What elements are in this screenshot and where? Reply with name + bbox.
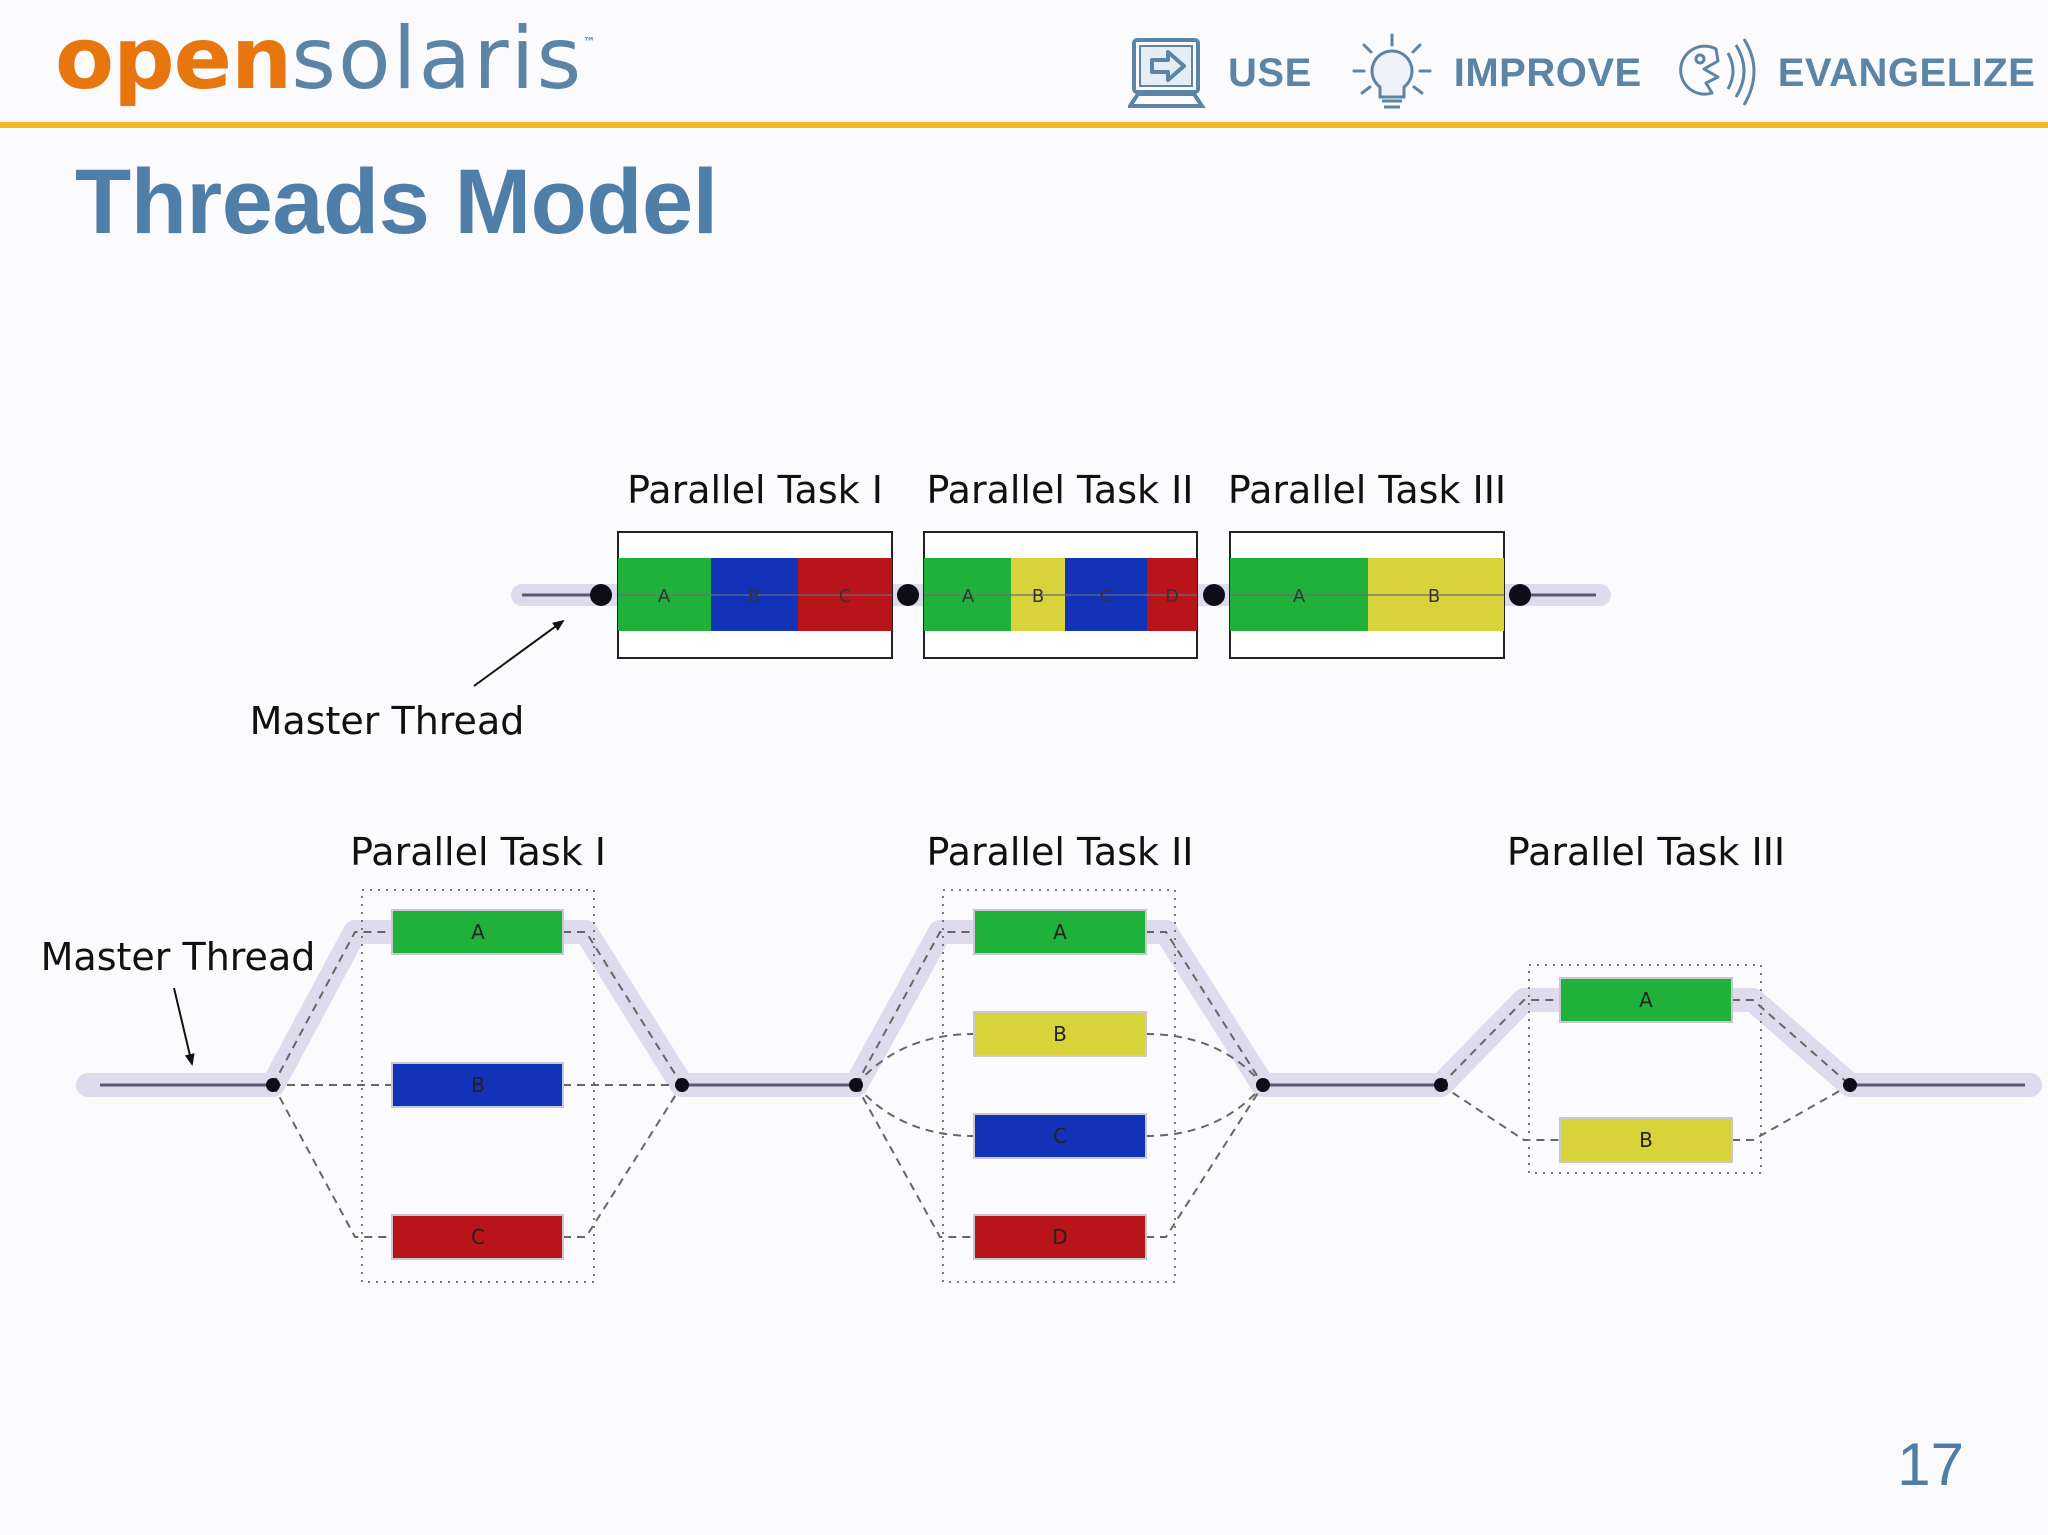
- top-sync-dot-4: [1509, 584, 1531, 606]
- nav-label-improve: IMPROVE: [1453, 50, 1642, 95]
- bottom-task-2-block-a: [973, 909, 1147, 955]
- top-task-3-label-a: A: [1293, 586, 1306, 607]
- header-rule: [0, 122, 2048, 128]
- slide-title: Threads Model: [75, 151, 718, 253]
- top-master-arrow: [473, 619, 565, 687]
- top-task-1-label-c: C: [839, 586, 852, 607]
- nav-item-evangelize[interactable]: EVANGELIZE: [1672, 33, 2036, 113]
- top-diagram: A B C Parallel Task I A B C D Parallel T…: [250, 468, 1611, 743]
- bottom-join-dot-1: [675, 1078, 689, 1092]
- bottom-task-3-enclosure: [1528, 964, 1762, 1174]
- bottom-task-2-block-d: [973, 1214, 1147, 1260]
- bottom-task-3-block-b: [1559, 1117, 1733, 1163]
- bottom-task-1: A B C Parallel Task I: [350, 830, 606, 1260]
- nav-label-use: USE: [1228, 50, 1312, 95]
- logo-trademark: ™: [583, 35, 595, 49]
- bottom-join-dot-2: [1256, 1078, 1270, 1092]
- bottom-task-2: A B C D Parallel Task II: [926, 830, 1194, 1260]
- bottom-task-3-label-a: A: [1639, 988, 1653, 1012]
- nav-item-use[interactable]: USE: [1128, 34, 1312, 112]
- bottom-task-1-block-a: [391, 909, 564, 955]
- bottom-task-1-block-c: [391, 1214, 564, 1260]
- nav-label-evangelize: EVANGELIZE: [1777, 50, 2036, 95]
- top-task-2-label-d: D: [1165, 586, 1179, 607]
- bottom-task-3-title: Parallel Task III: [1507, 830, 1785, 874]
- bottom-task-1-block-b: [391, 1062, 564, 1108]
- top-task-3: A B Parallel Task III: [1228, 468, 1506, 659]
- bottom-task-3-block-a: [1559, 977, 1733, 1023]
- top-sync-dot-3: [1203, 584, 1225, 606]
- bottom-master-label: Master Thread: [41, 935, 316, 979]
- bottom-task-2-label-c: C: [1053, 1124, 1067, 1148]
- logo-open-text: open: [55, 9, 292, 109]
- lightbulb-icon: [1352, 33, 1432, 109]
- bottom-fork-dot-2: [849, 1078, 863, 1092]
- top-master-label: Master Thread: [250, 699, 525, 743]
- bottom-task-2-label-b: B: [1053, 1022, 1067, 1046]
- top-task-2-label-c: C: [1100, 586, 1113, 607]
- opensolaris-logo[interactable]: opensolaris™: [55, 16, 595, 102]
- bottom-task-3: A B Parallel Task III: [1507, 830, 1785, 1163]
- bottom-master-arrow: [173, 987, 195, 1066]
- top-task-1-label-b: B: [748, 586, 760, 607]
- top-task-1: A B C Parallel Task I: [617, 468, 893, 659]
- bottom-task-1-label-c: C: [471, 1225, 485, 1249]
- bottom-task-1-label-a: A: [471, 920, 485, 944]
- bottom-task-2-block-b: [973, 1011, 1147, 1057]
- top-task-1-title: Parallel Task I: [627, 468, 883, 512]
- bottom-task-2-title: Parallel Task II: [926, 830, 1193, 874]
- top-task-2-label-a: A: [962, 586, 975, 607]
- bottom-fork-dot-3: [1434, 1078, 1448, 1092]
- top-sync-dot-1: [590, 584, 612, 606]
- bottom-task-3-label-b: B: [1639, 1128, 1653, 1152]
- bottom-join-dot-3: [1843, 1078, 1857, 1092]
- bottom-task-1-label-b: B: [471, 1073, 485, 1097]
- bottom-fork-dot-1: [266, 1078, 280, 1092]
- bottom-dashed-paths: [272, 931, 1851, 1238]
- bottom-diagram: A B C Parallel Task I A B C D Parallel T…: [41, 830, 2042, 1283]
- top-task-3-title: Parallel Task III: [1228, 468, 1506, 512]
- page-number: 17: [1897, 1431, 1964, 1498]
- monitor-arrow-icon: [1128, 38, 1206, 108]
- top-task-3-label-b: B: [1428, 586, 1440, 607]
- bottom-task-2-label-d: D: [1052, 1225, 1067, 1249]
- top-sync-dot-2: [897, 584, 919, 606]
- bottom-task-1-title: Parallel Task I: [350, 830, 606, 874]
- bottom-task-2-block-c: [973, 1113, 1147, 1159]
- top-task-2: A B C D Parallel Task II: [923, 468, 1198, 659]
- logo-solaris-text: solaris: [291, 9, 584, 109]
- top-task-2-label-b: B: [1032, 586, 1044, 607]
- top-task-2-title: Parallel Task II: [926, 468, 1193, 512]
- nav-item-improve[interactable]: IMPROVE: [1352, 33, 1642, 113]
- top-task-1-label-a: A: [658, 586, 671, 607]
- bottom-task-2-label-a: A: [1053, 920, 1067, 944]
- nav-bar: USE IMPROVE: [1128, 28, 2035, 118]
- bottom-task-enclosures: [361, 889, 1762, 1283]
- speaking-head-icon: [1678, 38, 1756, 106]
